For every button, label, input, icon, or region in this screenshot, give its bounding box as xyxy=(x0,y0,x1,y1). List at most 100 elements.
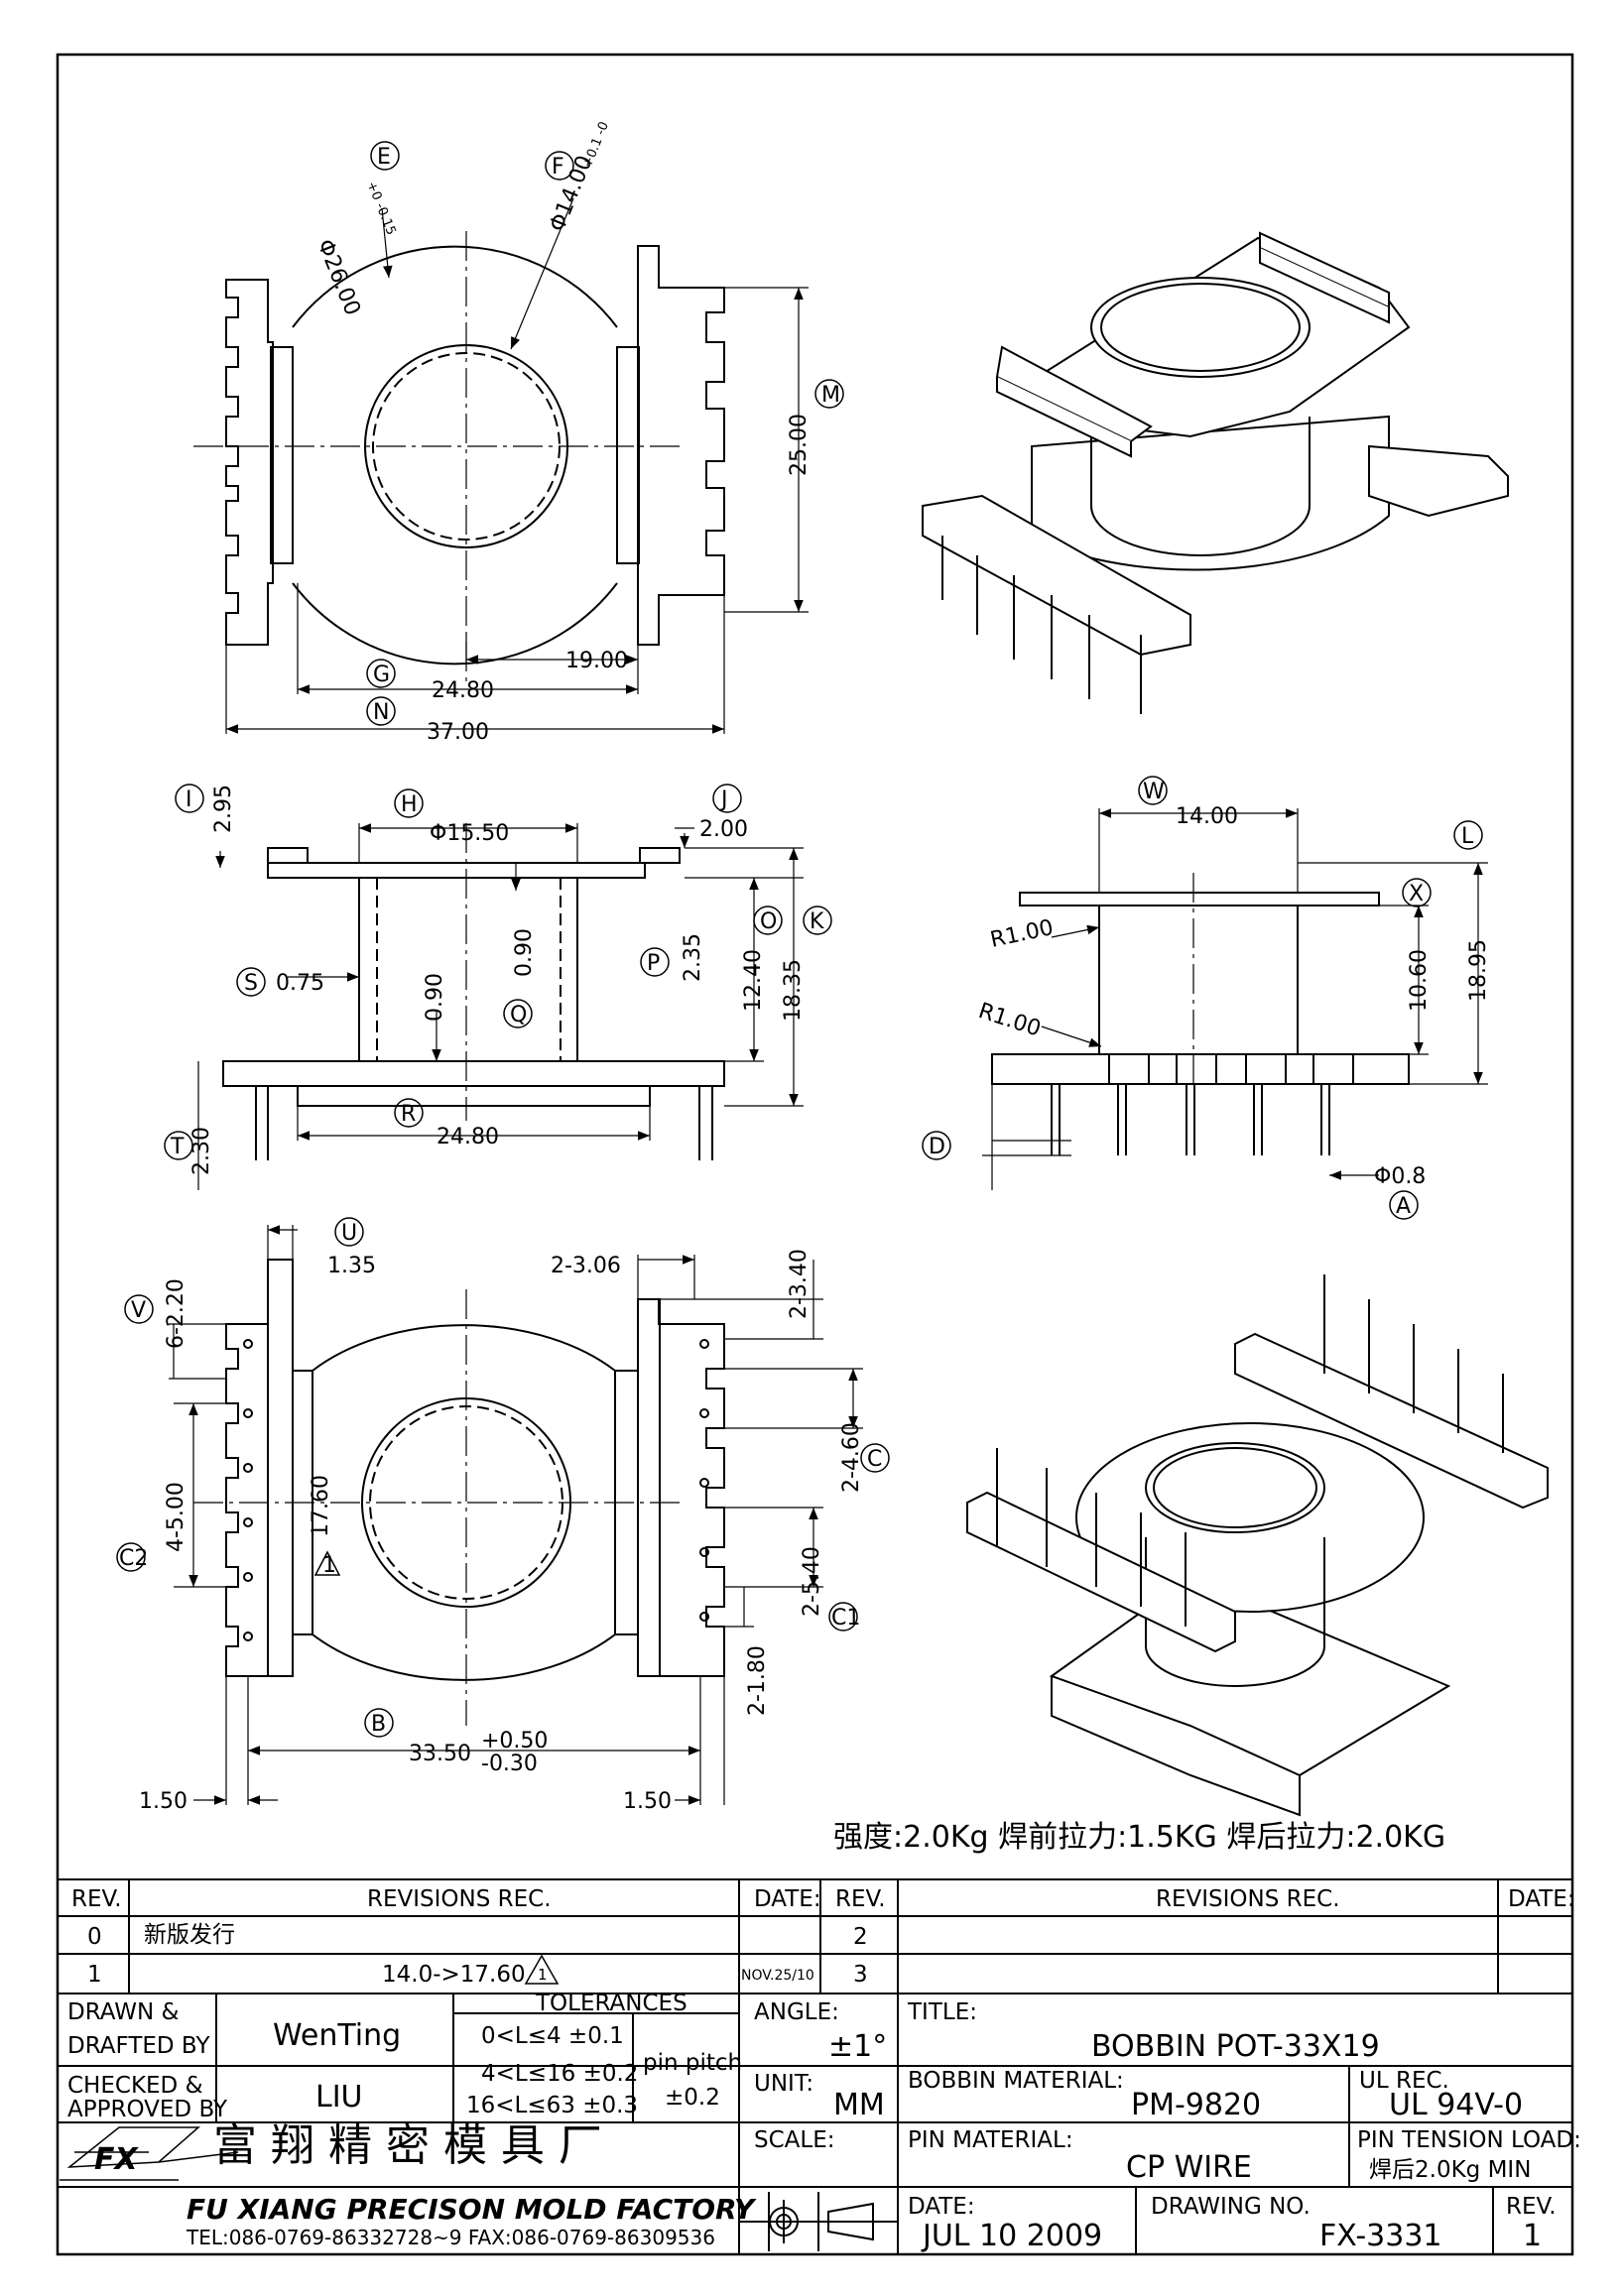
drawing-no-label: DRAWING NO. xyxy=(1151,2194,1311,2220)
tag-h: H xyxy=(401,792,418,817)
checked-label: CHECKED & xyxy=(67,2073,203,2099)
dim-e-tolerance: +0 -0.15 xyxy=(363,180,398,237)
front-view xyxy=(197,823,804,1190)
pin-tension-label: PIN TENSION LOAD: xyxy=(1357,2127,1581,2153)
dim-1-80: 2-1.80 xyxy=(745,1645,770,1716)
dim-v: 6-2.20 xyxy=(164,1278,188,1349)
tol-1: 0<L≤4 ±0.1 xyxy=(481,2023,624,2049)
pin-pitch-label: pin pitch xyxy=(643,2050,742,2076)
dim-19: 19.00 xyxy=(565,649,628,673)
tag-d: D xyxy=(929,1135,945,1159)
dim-p: 2.35 xyxy=(681,933,705,982)
bobbin-material-label: BOBBIN MATERIAL: xyxy=(908,2068,1124,2094)
dim-m: 25.00 xyxy=(787,414,812,476)
row0-desc: 新版发行 xyxy=(144,1922,235,1948)
row0-rev: 0 xyxy=(87,1924,102,1950)
scale-label: SCALE: xyxy=(754,2127,835,2153)
tag-b: B xyxy=(371,1712,386,1737)
drawn-label: DRAWN & xyxy=(67,1999,179,2025)
tag-x: X xyxy=(1409,882,1424,906)
tag-v: V xyxy=(131,1298,146,1323)
dim-r1b: R1.00 xyxy=(975,999,1044,1042)
factory-contact: TEL:086-0769-86332728~9 FAX:086-0769-863… xyxy=(186,2226,715,2249)
dim-t: 2.30 xyxy=(189,1127,214,1175)
date-header: DATE: xyxy=(754,1886,821,1912)
tag-c2: C2 xyxy=(119,1546,148,1571)
strength-note: 强度:2.0Kg 焊前拉力:1.5KG 焊后拉力:2.0KG xyxy=(833,1820,1445,1855)
tag-u: U xyxy=(341,1221,357,1246)
tag-j: J xyxy=(719,787,728,812)
title-label: TITLE: xyxy=(907,1999,977,2025)
dim-a: Φ0.8 xyxy=(1374,1164,1426,1189)
dim-l: 18.95 xyxy=(1466,939,1491,1002)
drawing-no: FX-3331 xyxy=(1319,2219,1442,2253)
dim-b-tol-plus: +0.50 xyxy=(481,1729,548,1753)
drawing-date: JUL 10 2009 xyxy=(921,2219,1102,2253)
drawing-title: BOBBIN POT-33X19 xyxy=(1091,2029,1380,2064)
angle-label: ANGLE: xyxy=(754,1999,839,2025)
tag-n: N xyxy=(373,700,389,725)
unit: MM xyxy=(833,2088,885,2122)
dim-3-40: 2-3.40 xyxy=(787,1249,812,1319)
dim-u: 1.35 xyxy=(327,1254,376,1278)
tag-c: C xyxy=(867,1447,882,1472)
title-block xyxy=(58,1878,1572,2254)
dim-b: 33.50 xyxy=(409,1742,471,1766)
date-label: DATE: xyxy=(908,2194,975,2220)
side-view-labels: W 14.00 L 18.95 X 10.60 R1.00 R1.00 D Φ0… xyxy=(922,776,1491,1220)
dim-g: 24.80 xyxy=(432,678,494,703)
front-view-labels: I 2.95 H Φ15.50 J 2.00 S 0.75 0.90 0.90 … xyxy=(164,784,832,1175)
row1-desc: 14.0->17.60 xyxy=(382,1962,526,1988)
row1-marker: 1 xyxy=(538,1966,548,1984)
date-header-2: DATE: xyxy=(1508,1886,1575,1912)
row0-rev2: 2 xyxy=(853,1924,868,1950)
top-view xyxy=(193,197,809,734)
dim-c2: 4-5.00 xyxy=(164,1482,188,1552)
tag-t: T xyxy=(170,1135,185,1159)
pin-tension: 焊后2.0Kg MIN xyxy=(1369,2157,1531,2183)
dim-b-tol-minus: -0.30 xyxy=(481,1752,538,1776)
dim-c1: 2-5.40 xyxy=(800,1546,824,1617)
ul-label: UL REC. xyxy=(1359,2068,1449,2094)
dim-q1: 0.90 xyxy=(423,973,447,1022)
dim-x: 10.60 xyxy=(1407,949,1432,1012)
tag-f: F xyxy=(552,155,564,180)
rev-value: 1 xyxy=(1523,2219,1542,2253)
approved-label: APPROVED BY xyxy=(67,2097,228,2122)
dim-r1a: R1.00 xyxy=(988,915,1056,953)
dim-c: 2-4.60 xyxy=(839,1422,864,1493)
tol-2: 4<L≤16 ±0.2 xyxy=(481,2061,638,2087)
dim-n: 37.00 xyxy=(427,720,489,745)
pin-pitch: ±0.2 xyxy=(665,2085,720,2111)
drafted-label: DRAFTED BY xyxy=(67,2033,210,2059)
dim-j: 2.00 xyxy=(699,817,748,842)
angle: ±1° xyxy=(828,2029,887,2064)
tag-w: W xyxy=(1143,780,1165,804)
tol-3: 16<L≤63 ±0.3 xyxy=(466,2093,638,2118)
ul-rating: UL 94V-0 xyxy=(1389,2088,1523,2122)
pin-material-label: PIN MATERIAL: xyxy=(908,2127,1073,2153)
tag-r: R xyxy=(401,1102,416,1127)
dim-s: 0.75 xyxy=(276,971,324,996)
dim-i: 2.95 xyxy=(211,785,236,833)
tag-o: O xyxy=(760,909,777,934)
tag-a: A xyxy=(1396,1194,1411,1219)
tag-s: S xyxy=(244,971,258,996)
tag-l: L xyxy=(1461,824,1474,849)
dim-w: 14.00 xyxy=(1176,804,1238,829)
dim-k: 18.35 xyxy=(781,959,806,1022)
rev-label: REV. xyxy=(1506,2194,1557,2220)
dim-e: Φ26.00 xyxy=(312,236,364,319)
drawn-by: WenTing xyxy=(273,2018,401,2053)
tag-k: K xyxy=(810,909,824,934)
iso-view-1 xyxy=(922,231,1509,714)
tolerances-label: TOLERANCES xyxy=(535,1991,687,2016)
checked-by: LIU xyxy=(315,2080,363,2115)
dim-1-50-left: 1.50 xyxy=(139,1789,187,1814)
revisions-rec: REVISIONS REC. xyxy=(367,1886,552,1912)
factory-name-cn: 富 翔 精 密 模 具 厂 xyxy=(213,2120,602,2171)
tag-e: E xyxy=(377,145,391,170)
logo-mark: FX xyxy=(94,2142,139,2177)
tag-q: Q xyxy=(510,1003,527,1027)
